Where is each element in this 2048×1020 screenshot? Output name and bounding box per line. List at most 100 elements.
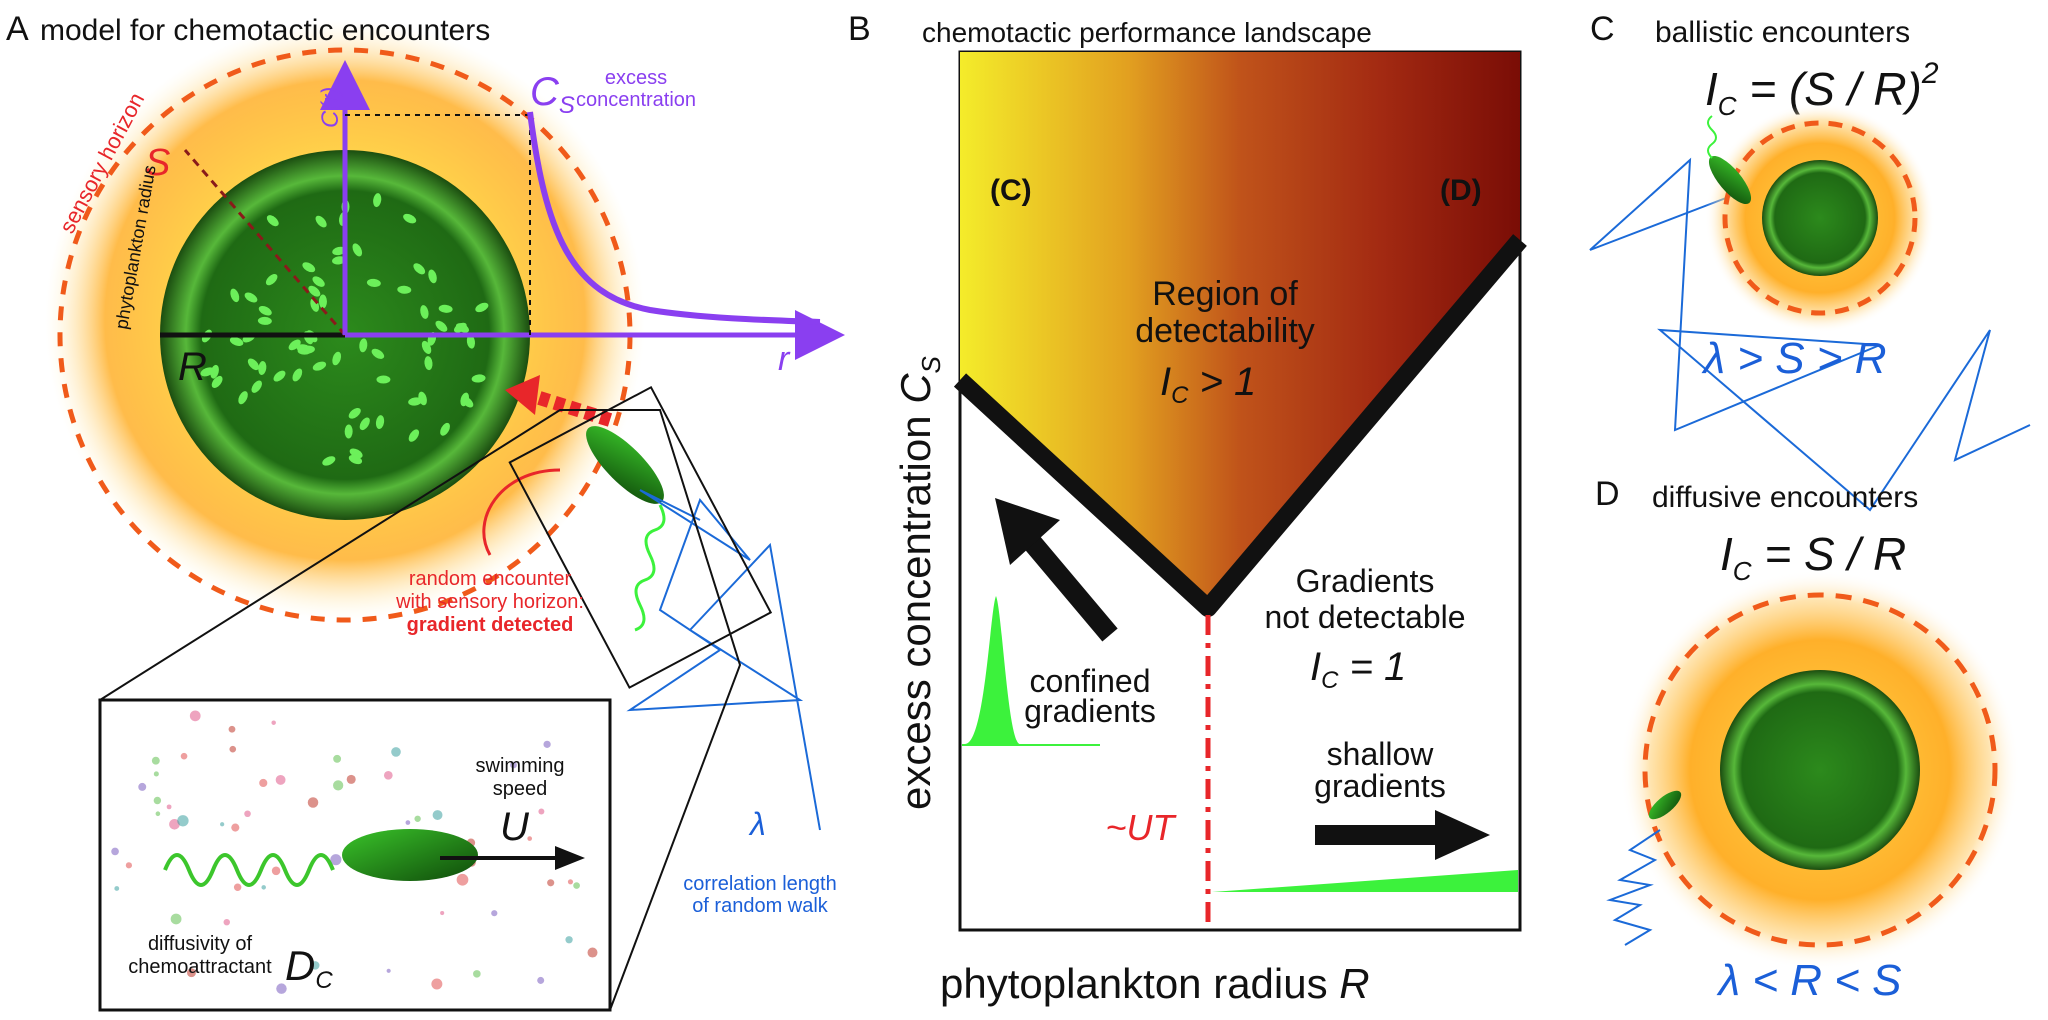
chemoattractant-particle xyxy=(170,913,182,925)
chloroplast xyxy=(455,323,469,333)
chloroplast xyxy=(244,292,258,303)
chemoattractant-particle xyxy=(333,754,342,763)
chemoattractant-particle xyxy=(405,820,411,825)
chloroplast xyxy=(403,213,417,224)
chloroplast xyxy=(315,215,327,228)
encounter-label-2: with sensory horizon: xyxy=(395,591,584,613)
panel-d-relation: λ < R < S xyxy=(1716,956,1901,1005)
chloroplast xyxy=(466,334,476,349)
correlation-label-2: of random walk xyxy=(692,895,829,917)
confined-arrow xyxy=(1022,533,1118,642)
chemoattractant-particle xyxy=(259,778,268,788)
r-axis-label: r xyxy=(778,340,791,378)
panel-b-title: chemotactic performance landscape xyxy=(922,17,1372,48)
chloroplast xyxy=(229,337,244,346)
diffusivity-label-1: diffusivity of xyxy=(148,933,253,955)
cs-label: CS xyxy=(530,70,575,119)
chemoattractant-particle xyxy=(228,725,236,733)
chemoattractant-particle xyxy=(138,782,147,791)
chloroplast xyxy=(376,375,391,384)
c-r-axis-label: C(r) xyxy=(317,87,344,128)
chloroplast xyxy=(371,348,385,359)
chloroplast xyxy=(435,320,448,332)
chloroplast xyxy=(288,339,301,351)
chloroplast xyxy=(200,367,214,377)
encounter-label-3: gradient detected xyxy=(407,614,574,636)
chemoattractant-particle xyxy=(244,810,251,818)
ballistic-walk xyxy=(1589,157,2031,512)
shallow-label-1: shallow xyxy=(1327,736,1435,772)
chemoattractant-particle xyxy=(307,797,319,808)
chemoattractant-particle xyxy=(440,910,445,916)
chloroplast xyxy=(312,361,327,371)
chemoattractant-particle xyxy=(383,770,393,780)
chemoattractant-particle xyxy=(180,752,188,760)
chemoattractant-particle xyxy=(510,761,517,769)
panel-d-title: diffusive encounters xyxy=(1652,481,1918,514)
chemoattractant-particle xyxy=(456,873,469,886)
swim-arrowhead xyxy=(555,846,585,870)
confined-label-1: confined xyxy=(1030,663,1151,699)
chemoattractant-particle xyxy=(543,740,551,748)
chloroplast xyxy=(318,294,327,309)
shallow-label-2: gradients xyxy=(1314,768,1446,804)
chemoattractant-particle xyxy=(567,879,574,885)
chloroplast xyxy=(440,422,450,436)
chemoattractant-particle xyxy=(189,710,201,722)
panel-c: C ballistic encounters IC = (S / R)2 λ >… xyxy=(1589,10,2031,512)
chemoattractant-particle xyxy=(432,810,443,821)
y-axis-label: excess concentration CS xyxy=(892,355,946,810)
chemoattractant-particle xyxy=(223,918,230,926)
chemoattractant-particle xyxy=(414,815,421,822)
confined-arrowhead xyxy=(995,498,1060,565)
swimming-label-1: swimming xyxy=(476,755,565,777)
chloroplast xyxy=(408,397,423,406)
chloroplast xyxy=(257,316,272,325)
chloroplasts xyxy=(200,193,489,466)
chloroplast xyxy=(238,391,248,405)
correlation-label-1: correlation length xyxy=(683,873,836,895)
region-d-label: (D) xyxy=(1440,174,1482,207)
chloroplast xyxy=(292,368,303,382)
chloroplast xyxy=(359,338,368,353)
chemoattractant-particle xyxy=(271,720,276,725)
chemoattractant-particle xyxy=(151,756,160,765)
chemoattractant-particle xyxy=(186,968,196,978)
chloroplast xyxy=(424,356,433,371)
chloroplast xyxy=(273,370,286,382)
chemoattractant-particle xyxy=(431,978,443,990)
chemoattractant-particle xyxy=(473,970,481,978)
chloroplast xyxy=(265,273,278,286)
region-c-label: (C) xyxy=(990,174,1032,207)
chemoattractant-particle xyxy=(527,836,533,841)
chloroplast xyxy=(230,288,240,303)
chemoattractant-particle xyxy=(271,866,281,876)
panel-d-cell xyxy=(1720,670,1920,870)
chemoattractant-particles xyxy=(111,710,598,994)
chloroplast xyxy=(418,391,427,406)
shallow-arrowhead xyxy=(1435,810,1490,860)
chloroplast xyxy=(332,256,346,265)
chloroplast xyxy=(211,375,223,388)
excess-label-1: excess xyxy=(605,67,667,89)
chemoattractant-particle xyxy=(330,854,342,866)
inset-bacterium xyxy=(342,829,478,881)
bacterium-a xyxy=(586,426,664,504)
chloroplast xyxy=(348,407,361,419)
chloroplast xyxy=(438,304,453,313)
approach-arrowhead xyxy=(505,375,540,415)
random-walk-a xyxy=(626,489,821,831)
u-label: U xyxy=(500,805,530,849)
chloroplast xyxy=(352,243,363,257)
approach-arrow xyxy=(527,388,613,427)
chemoattractant-particle xyxy=(231,823,240,832)
shallow-gradient-shape xyxy=(1212,870,1518,892)
inset-flagellum xyxy=(163,853,335,887)
gradients-ic-label: IC = 1 xyxy=(1310,645,1406,694)
chloroplast xyxy=(302,262,316,273)
chloroplast xyxy=(258,305,272,316)
chemoattractant-particle xyxy=(538,808,545,815)
chemoattractant-particle xyxy=(153,771,159,777)
gradients-label-2: not detectable xyxy=(1264,599,1465,635)
chloroplast xyxy=(258,361,267,375)
